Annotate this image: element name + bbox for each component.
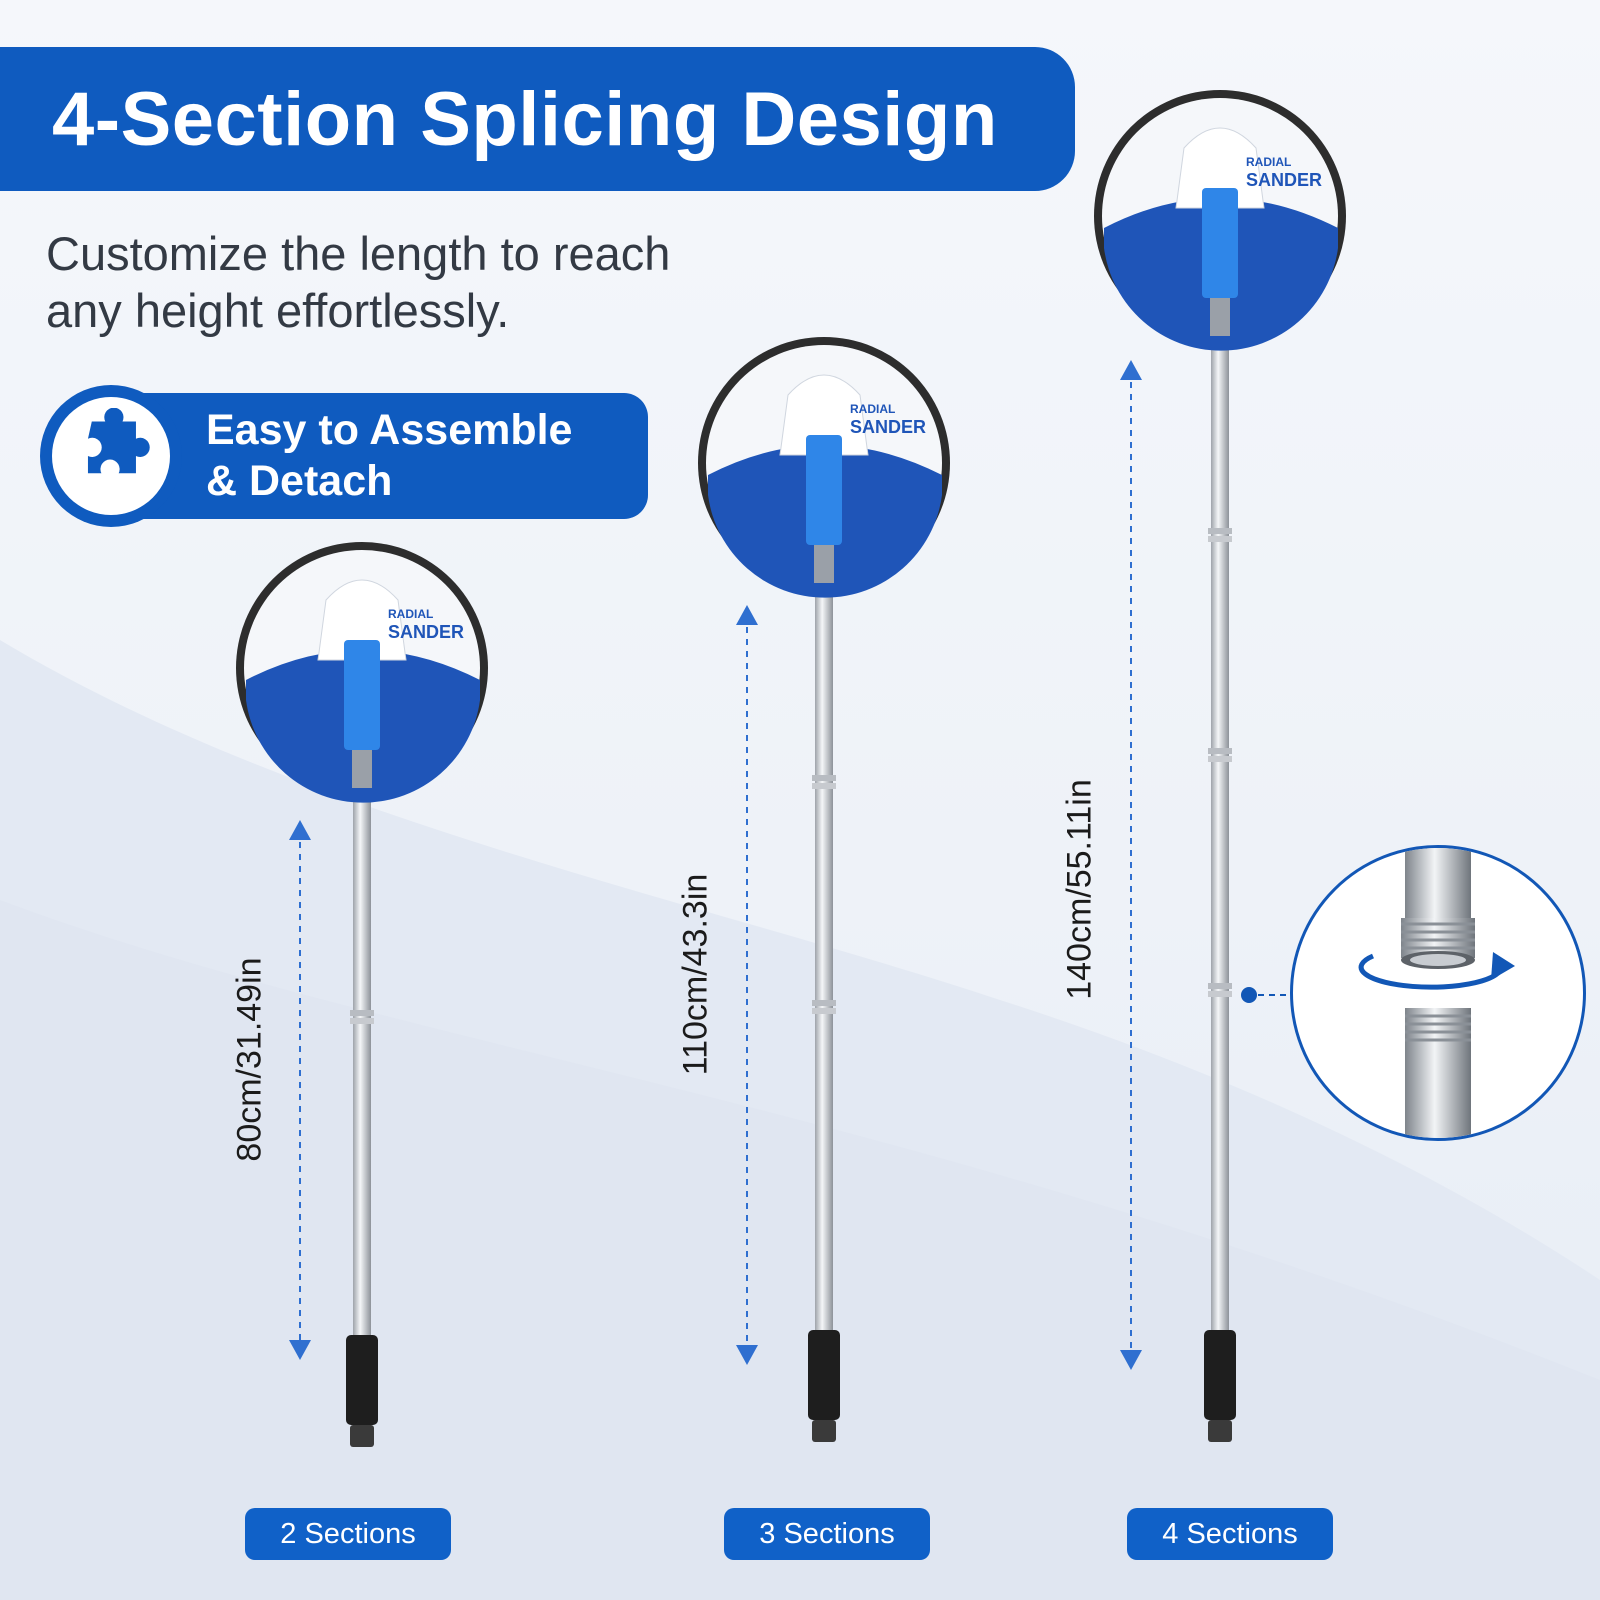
thread-joint-image [1358,848,1515,1138]
badge-2-sections: 2 Sections [245,1508,451,1560]
product-4-sections: RADIAL SANDER [1094,88,1354,1460]
disc-title-2: SANDER [850,417,926,437]
joint-detail-zoom [1290,845,1586,1141]
length-label-2-sections: 80cm/31.49in [230,957,269,1162]
subtitle-line-2: any height effortlessly. [46,284,510,337]
dimension-arrow-1 [289,820,311,1360]
disc-title-1: RADIAL [388,607,433,621]
puzzle-icon [87,408,150,474]
length-label-3-sections: 110cm/43.3in [676,873,715,1076]
sander-image: RADIAL SANDER [1094,90,1346,1442]
sander-image: RADIAL SANDER [236,542,488,1447]
disc-title-1: RADIAL [1246,155,1291,169]
feature-text: Easy to Assemble & Detach [206,405,572,507]
badge-4-sections: 4 Sections [1127,1508,1333,1560]
badge-3-sections: 3 Sections [724,1508,930,1560]
subtitle-line-1: Customize the length to reach [46,227,671,280]
dimension-arrow-2 [736,605,758,1365]
disc-title-1: RADIAL [850,402,895,416]
disc-title-2: SANDER [388,622,464,642]
feature-line-2: & Detach [206,457,393,505]
dimension-arrow-3 [1120,360,1142,1370]
length-label-4-sections: 140cm/55.11in [1060,779,1099,1000]
feature-bar [110,393,648,519]
feature-pill: Easy to Assemble & Detach [40,385,648,527]
disc-title-2: SANDER [1246,170,1322,190]
title-banner: 4-Section Splicing Design [0,47,1075,191]
sander-image: RADIAL SANDER [698,337,950,1442]
feature-icon-circle [40,385,182,527]
subtitle: Customize the length to reach any height… [46,225,766,339]
feature-line-1: Easy to Assemble [206,406,573,454]
page-title: 4-Section Splicing Design [52,76,998,162]
product-3-sections: RADIAL SANDER [698,335,958,1460]
product-2-sections: RADIAL SANDER [236,540,496,1460]
